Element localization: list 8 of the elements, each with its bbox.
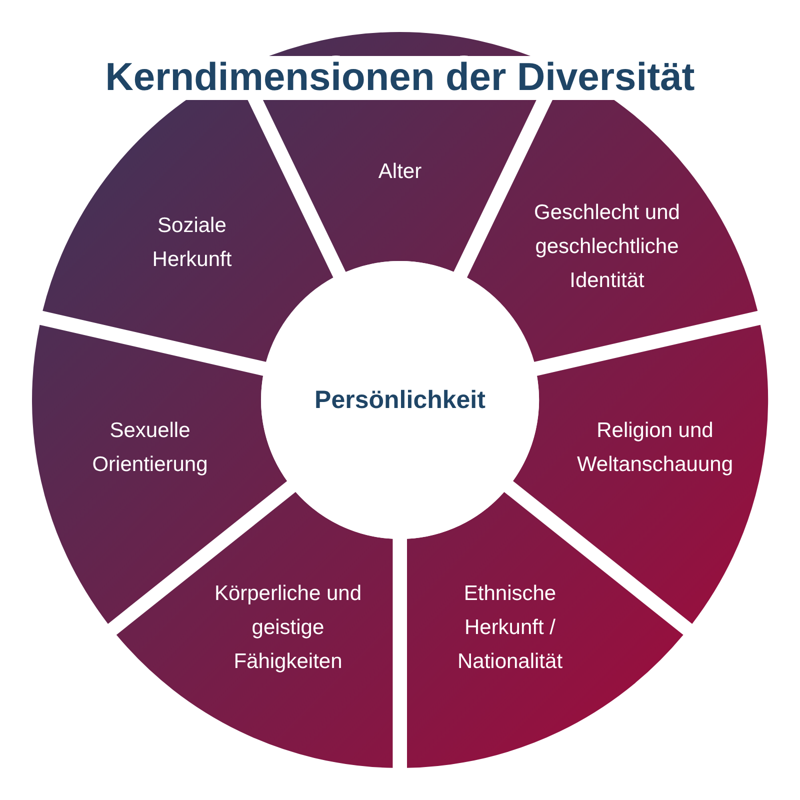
segment-label: Alter: [377, 159, 423, 185]
center-label: Persönlichkeit: [314, 386, 486, 414]
segment-label: Religion und Weltanschauung: [576, 418, 734, 478]
segment-label: Körperliche und geistige Fähigkeiten: [213, 580, 363, 675]
segment-label: Soziale Herkunft: [151, 212, 233, 273]
segment-label: Ethnische Herkunft / Nationalität: [456, 580, 564, 675]
segment-label: Sexuelle Orientierung: [91, 418, 209, 478]
segment-label: Geschlecht und geschlechtliche Identität: [533, 200, 681, 294]
